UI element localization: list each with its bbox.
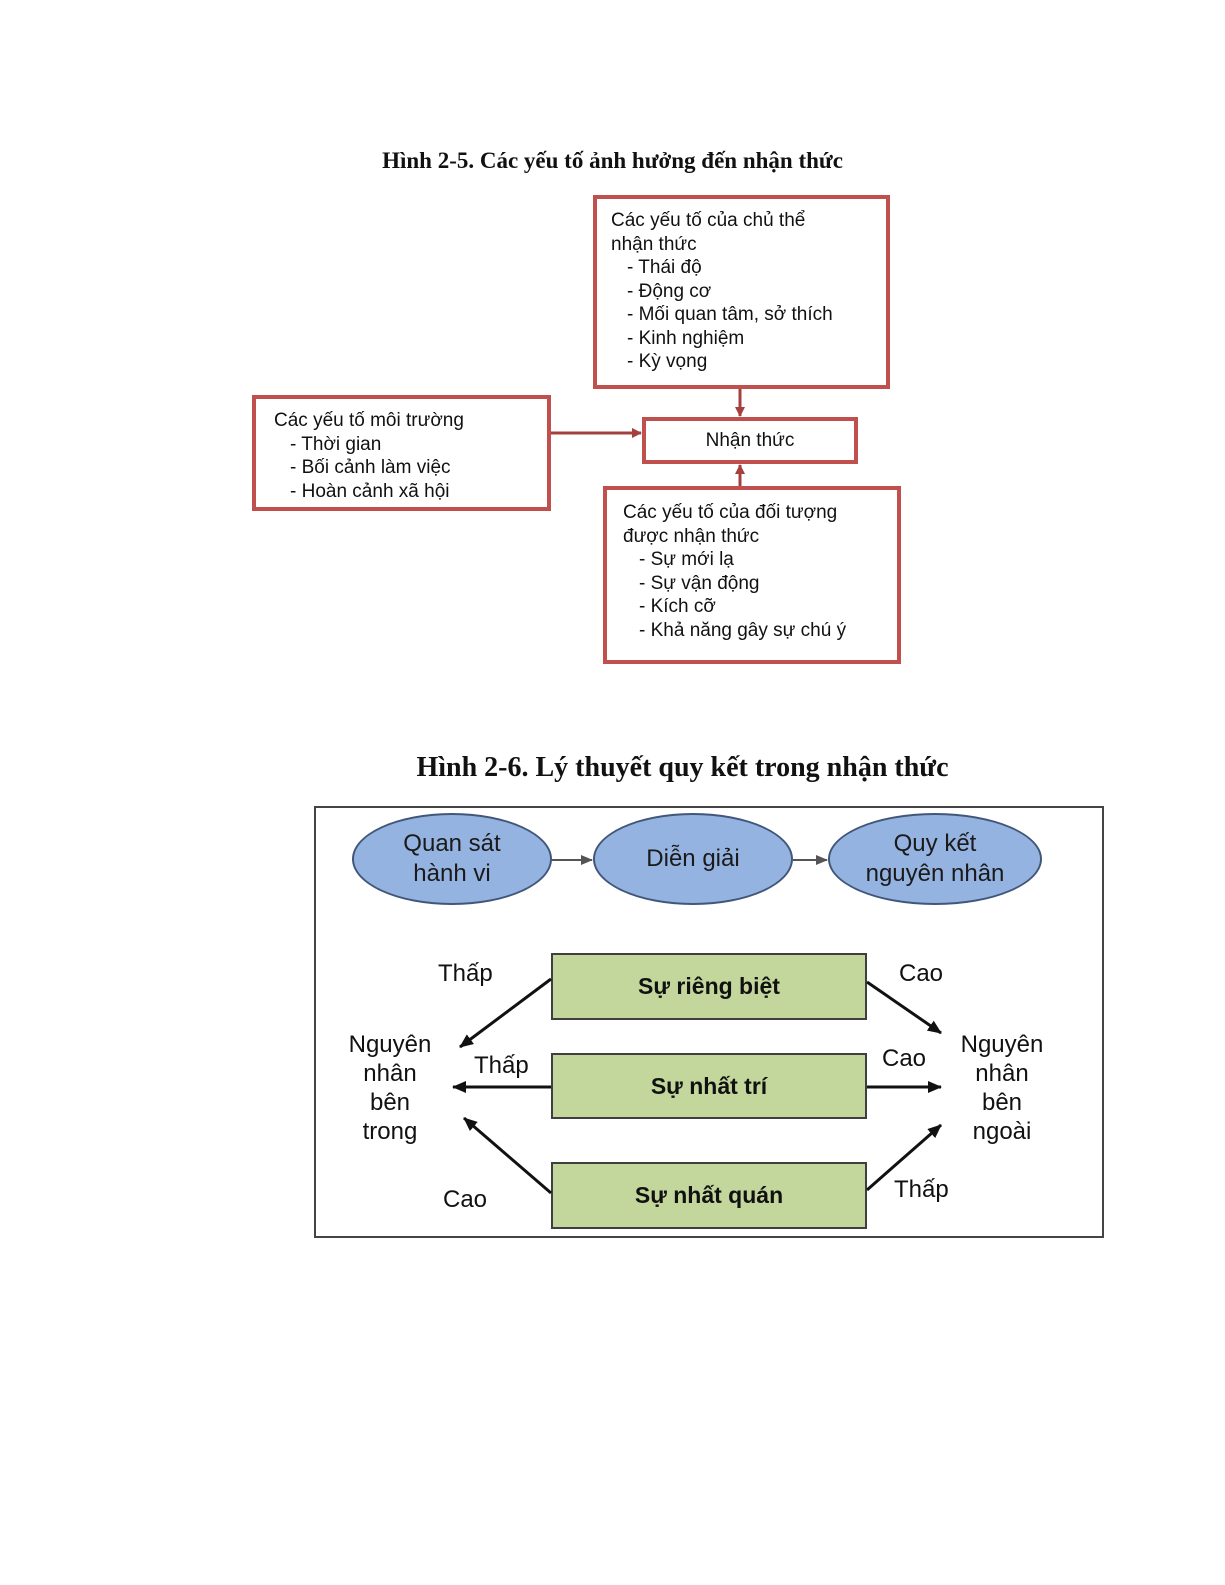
list-item: Hoàn cảnh xã hội bbox=[290, 480, 529, 504]
consistency-box: Sự nhất quán bbox=[551, 1162, 867, 1229]
figure-title-perception-factors: Hình 2-5. Các yếu tố ảnh hưởng đến nhận … bbox=[382, 148, 843, 173]
list-item: Bối cảnh làm việc bbox=[290, 456, 529, 480]
arrow-consistency-external bbox=[866, 1123, 942, 1192]
list-item: Sự vận động bbox=[639, 572, 881, 596]
arrow-consistency-internal bbox=[463, 1116, 552, 1195]
distinctiveness-box: Sự riêng biệt bbox=[551, 953, 867, 1020]
list-item: Kích cỡ bbox=[639, 595, 881, 619]
subject-factors-header: Các yếu tố của chủ thể nhận thức bbox=[611, 210, 806, 255]
subject-factors-box: Các yếu tố của chủ thể nhận thức Thái độ… bbox=[593, 195, 890, 389]
list-item: Kinh nghiệm bbox=[627, 327, 872, 351]
environment-factors-box: Các yếu tố môi trường Thời gian Bối cảnh… bbox=[252, 395, 551, 511]
list-item: Kỳ vọng bbox=[627, 350, 872, 374]
environment-factors-list: Thời gian Bối cảnh làm việc Hoàn cảnh xã… bbox=[274, 433, 529, 504]
object-factors-list: Sự mới lạ Sự vận động Kích cỡ Khả năng g… bbox=[623, 548, 881, 642]
list-item: Thời gian bbox=[290, 433, 529, 457]
interpretation-ellipse: Diễn giải bbox=[593, 813, 793, 905]
figure-title-attribution-theory: Hình 2-6. Lý thuyết quy kết trong nhận t… bbox=[416, 752, 949, 783]
internal-cause-label: Nguyên nhân bên trong bbox=[348, 1031, 432, 1145]
object-factors-header: Các yếu tố của đối tượng được nhận thức bbox=[623, 502, 838, 547]
distinctiveness-high-label: Cao bbox=[899, 960, 944, 987]
list-item: Động cơ bbox=[627, 280, 872, 304]
consensus-high-label: Cao bbox=[882, 1045, 927, 1072]
arrow-distinctiveness-external bbox=[866, 980, 942, 1035]
list-item: Thái độ bbox=[627, 256, 872, 280]
perception-center-box: Nhận thức bbox=[642, 417, 858, 464]
list-item: Mối quan tâm, sở thích bbox=[627, 303, 872, 327]
observe-behavior-ellipse: Quan sát hành vi bbox=[352, 813, 552, 905]
consistency-low-label: Thấp bbox=[894, 1176, 949, 1203]
object-factors-box: Các yếu tố của đối tượng được nhận thức … bbox=[603, 486, 901, 664]
attribute-cause-ellipse: Quy kết nguyên nhân bbox=[828, 813, 1042, 905]
environment-factors-header: Các yếu tố môi trường bbox=[274, 410, 464, 431]
external-cause-label: Nguyên nhân bên ngoài bbox=[960, 1031, 1044, 1145]
distinctiveness-low-label: Thấp bbox=[438, 960, 493, 987]
list-item: Sự mới lạ bbox=[639, 548, 881, 572]
arrow-distinctiveness-internal bbox=[459, 977, 552, 1049]
subject-factors-list: Thái độ Động cơ Mối quan tâm, sở thích K… bbox=[611, 256, 872, 374]
consensus-low-label: Thấp bbox=[474, 1052, 529, 1079]
consistency-high-label: Cao bbox=[443, 1186, 488, 1213]
consensus-box: Sự nhất trí bbox=[551, 1053, 867, 1119]
list-item: Khả năng gây sự chú ý bbox=[639, 619, 881, 643]
attribution-diagram-frame bbox=[314, 806, 1104, 1238]
